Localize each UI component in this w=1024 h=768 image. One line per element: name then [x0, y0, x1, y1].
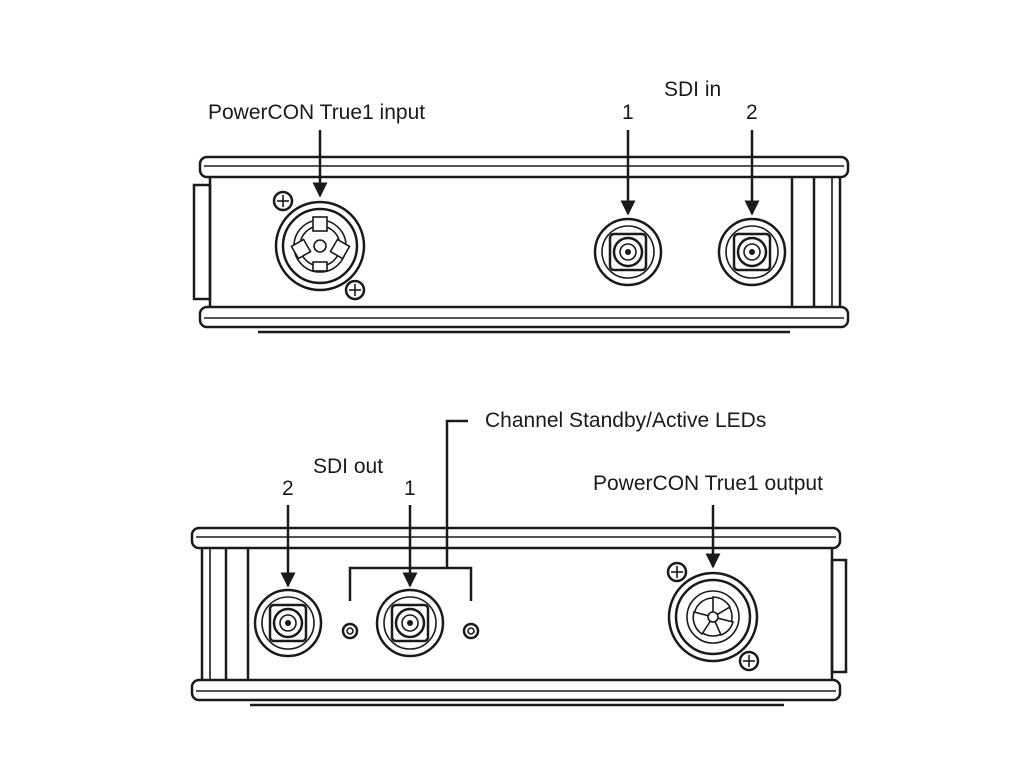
- screw-icon: [272, 190, 294, 212]
- top-panel-body: [192, 155, 850, 334]
- sdi-in-1-bnc-connector: [593, 217, 663, 287]
- screw-icon: [344, 279, 366, 301]
- leds-leader: [445, 419, 468, 568]
- screw-icon: [738, 650, 760, 672]
- sdi-out-1-bnc-connector: [375, 588, 445, 658]
- sdi-out-port-2-number: 2: [282, 477, 294, 500]
- power-input-label: PowerCON True1 input: [208, 101, 426, 124]
- powercon-output-connector: [667, 571, 759, 663]
- led-indicator-left: [341, 622, 359, 640]
- sdi-in-port-2-number: 2: [746, 101, 758, 124]
- led-indicator-right: [462, 622, 480, 640]
- sdi-out-label: SDI out: [313, 455, 384, 478]
- leds-label: Channel Standby/Active LEDs: [485, 409, 767, 432]
- sdi-out-2-bnc-connector: [253, 588, 323, 658]
- screw-icon: [666, 561, 688, 583]
- sdi-in-2-bnc-connector: [717, 217, 787, 287]
- sdi-in-port-1-number: 1: [622, 101, 634, 124]
- power-output-label: PowerCON True1 output: [593, 472, 823, 495]
- bottom-panel-body: [190, 526, 848, 707]
- powercon-input-connector: [274, 200, 366, 292]
- sdi-out-port-1-number: 1: [404, 477, 416, 500]
- sdi-in-label: SDI in: [664, 78, 722, 101]
